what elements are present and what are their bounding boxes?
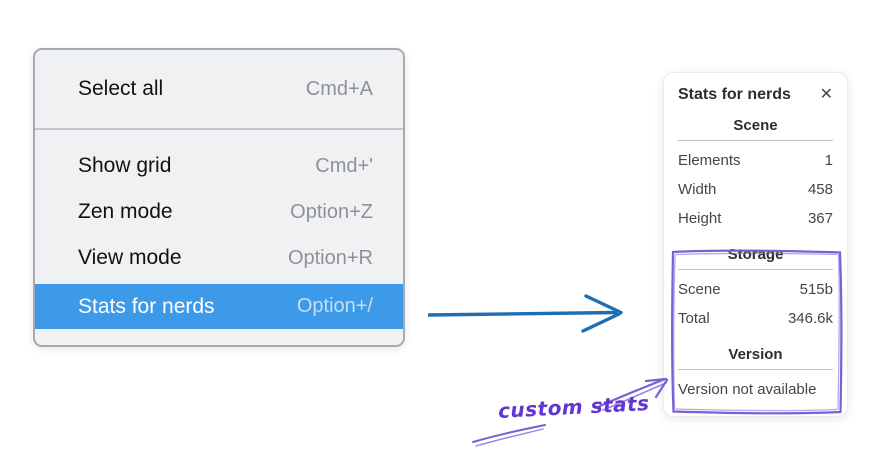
menu-item-label: Select all [78,77,164,100]
stat-label: Width [678,181,717,198]
menu-item-shortcut: Option+Z [290,200,373,223]
stat-value: 367 [807,210,833,227]
close-icon[interactable]: ✕ [819,86,833,103]
menu-item-show-grid[interactable]: Show grid Cmd+' [35,143,403,189]
stats-section-scene: Scene Elements 1 Width 458 Height 367 [678,117,833,233]
stat-label: Scene [678,281,721,298]
stat-value: 346.6k [787,310,833,327]
stats-section-version: Version Version not available [678,346,833,404]
section-heading: Version [728,346,783,363]
stat-row: Total 346.6k [678,304,833,333]
stats-panel: Stats for nerds ✕ Scene Elements 1 Width… [663,72,848,417]
section-heading: Scene [733,117,778,134]
stat-value: 458 [807,181,833,198]
stats-panel-title: Stats for nerds [678,86,791,103]
context-menu: Select all Cmd+A Show grid Cmd+' Zen mod… [33,48,405,347]
stat-label: Height [678,210,722,227]
connector-arrow [427,294,623,333]
menu-item-label: Stats for nerds [78,294,215,318]
stat-label: Elements [678,152,741,169]
stat-label: Total [678,310,710,327]
version-note: Version not available [678,381,817,398]
menu-item-shortcut: Option+R [287,246,373,269]
menu-item-zen-mode[interactable]: Zen mode Option+Z [35,189,403,235]
section-divider [678,369,833,370]
menu-item-shortcut: Cmd+A [305,77,373,100]
stat-value: 515b [799,281,833,298]
stats-section-storage: Storage Scene 515b Total 346.6k [678,246,833,333]
menu-item-label: Show grid [78,154,172,177]
section-divider [678,140,833,141]
menu-item-select-all[interactable]: Select all Cmd+A [35,50,403,128]
menu-divider [35,128,403,130]
menu-item-view-mode[interactable]: View mode Option+R [35,235,403,281]
stat-row: Scene 515b [678,275,833,304]
menu-item-stats-for-nerds[interactable]: Stats for nerds Option+/ [35,284,403,329]
menu-item-label: View mode [78,246,182,269]
section-divider [678,269,833,270]
menu-item-shortcut: Option+/ [296,295,373,317]
stat-row: Elements 1 [678,146,833,175]
stat-row: Height 367 [678,204,833,233]
custom-stats-annotation: custom stats [497,391,651,423]
stat-value: 1 [824,152,833,169]
menu-item-shortcut: Cmd+' [315,154,373,177]
menu-item-label: Zen mode [78,200,173,223]
stat-row: Width 458 [678,175,833,204]
section-heading: Storage [727,246,784,263]
